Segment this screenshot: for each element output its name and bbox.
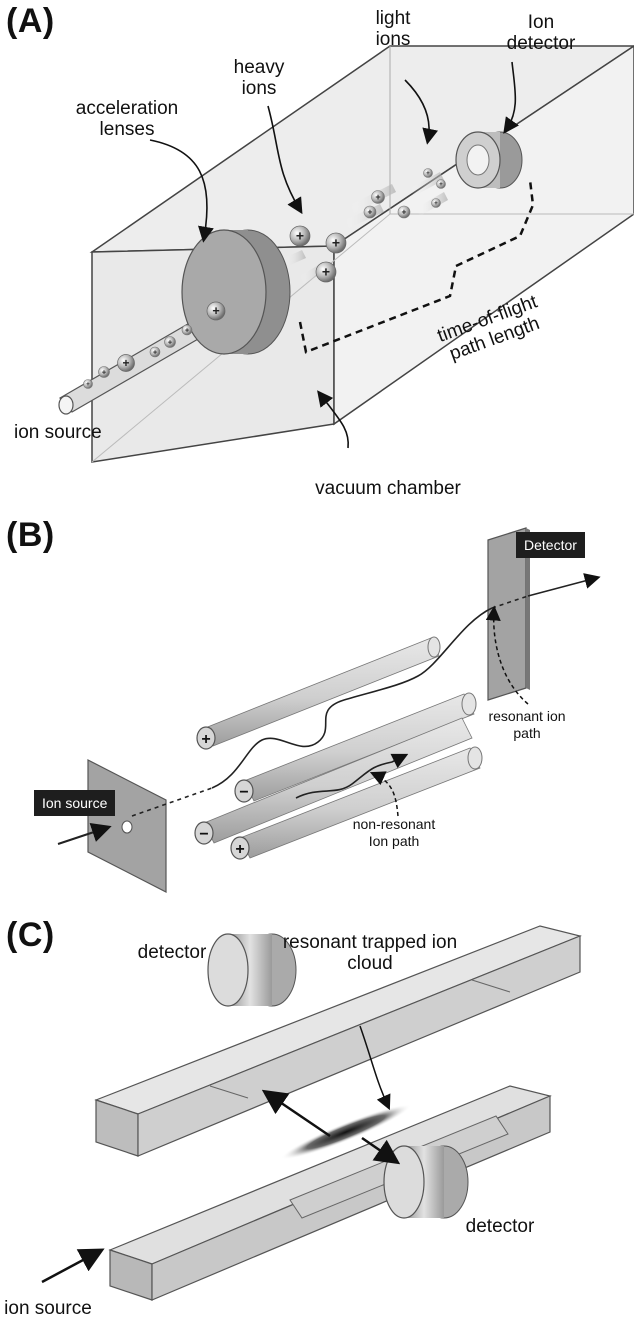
ion-source-label-c: ion source — [4, 1298, 92, 1319]
ion-charge-label: + — [86, 381, 90, 388]
ion-detector-label: Ion detector — [506, 12, 576, 54]
ion-charge-label: + — [296, 228, 304, 244]
ion-charge-label: + — [123, 356, 130, 370]
ion-charge-label: + — [153, 349, 157, 356]
panel-c-arrows — [41, 1025, 401, 1284]
trapped-ion-cloud — [281, 1104, 411, 1160]
detector-left-label: detector — [137, 942, 207, 963]
ion-detector — [455, 131, 523, 189]
vacuum-chamber-label: vacuum chamber — [315, 478, 461, 499]
ion-source-label-a: ion source — [14, 422, 102, 443]
light-ions-label: light ions — [375, 8, 411, 50]
path-callouts — [369, 605, 529, 817]
acceleration-lens — [181, 229, 291, 355]
ion-paths — [57, 573, 601, 845]
ion-charge-label: + — [426, 170, 430, 177]
ion-charge-label: + — [439, 181, 443, 188]
ion-charge-label: + — [185, 327, 189, 334]
rod-polarity-plus-top: + — [201, 731, 210, 748]
panel-b: + − − + (B) Detector Ion source resonant… — [0, 510, 634, 910]
orbitrap-trap-diagram — [41, 925, 582, 1301]
panel-letter-a: (A) — [6, 2, 55, 40]
ion-charge-label: + — [402, 207, 407, 217]
ion-charge-label: + — [332, 235, 340, 251]
ion-charge-label: + — [434, 200, 438, 207]
panel-a: ++++++++++++++++ (A) acceleration lenses… — [0, 0, 634, 500]
panel-letter-c: (C) — [6, 916, 55, 954]
panel-letter-b: (B) — [6, 516, 55, 554]
ion-charge-label: + — [168, 337, 173, 346]
quadrupole-rods — [194, 636, 483, 860]
ion-charge-label: + — [322, 264, 330, 280]
ion-charge-label: + — [375, 192, 380, 202]
ion-charge-label: + — [212, 304, 219, 318]
ion-charge-label: + — [368, 207, 373, 217]
rod-polarity-minus-left: − — [199, 826, 208, 843]
panel-c: (C) resonant trapped ion cloud detector … — [0, 910, 634, 1327]
resonant-path-label: resonant ion path — [488, 708, 566, 741]
tof-diagram: ++++++++++++++++ — [58, 45, 634, 463]
heavy-ions-label: heavy ions — [233, 57, 285, 99]
callout-arrows — [149, 61, 519, 449]
detector-left — [207, 933, 297, 1007]
ion-source-box-label: Ion source — [34, 790, 116, 816]
resonant-cloud-label: resonant trapped ion cloud — [282, 932, 458, 974]
ion-charge-label: + — [102, 367, 107, 376]
ion-source-tube — [58, 309, 225, 415]
detector-box-label: Detector — [516, 532, 585, 558]
detector-right — [383, 1145, 469, 1219]
detector-right-label: detector — [465, 1216, 535, 1237]
rod-polarity-minus-mid: − — [239, 784, 248, 801]
non-resonant-path-label: non-resonant Ion path — [352, 816, 436, 849]
upper-electrode — [94, 925, 582, 1157]
acceleration-lenses-label: acceleration lenses — [75, 98, 179, 140]
ions — [83, 168, 446, 389]
tof-bracket — [298, 179, 535, 354]
rod-polarity-plus-bottom: + — [235, 841, 244, 858]
